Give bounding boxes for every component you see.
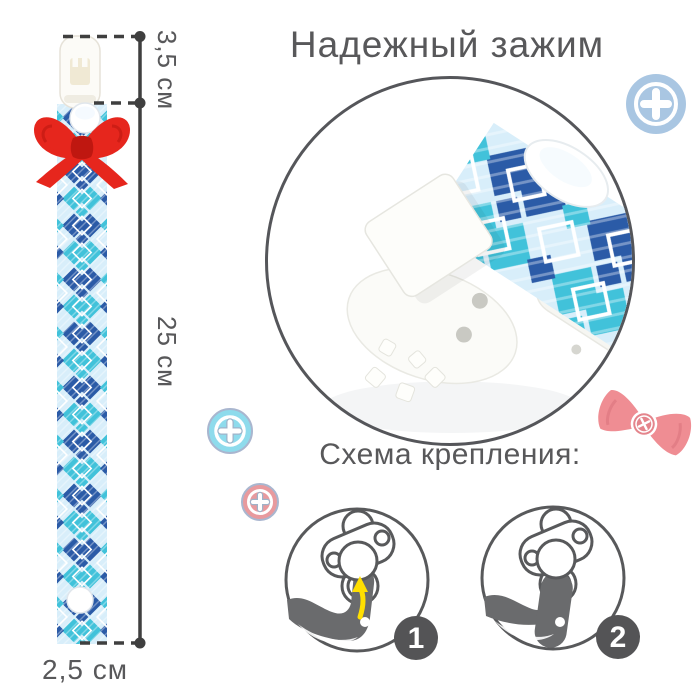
button-icon-cyan	[207, 408, 253, 454]
measurement-annotations: 3,5 см 25 см 2,5 см	[42, 30, 182, 685]
magnified-clip-flap	[364, 173, 505, 304]
clip-top	[59, 35, 101, 109]
red-bow	[34, 117, 130, 189]
step-number: 1	[408, 622, 425, 655]
strap-through-ring	[287, 566, 375, 644]
button-icon-steel-blue	[626, 74, 686, 134]
magnified-clip-view	[265, 76, 635, 446]
magnified-snap-button	[523, 139, 610, 208]
measure-dot	[134, 97, 146, 109]
scheme-step-2: 2	[480, 505, 640, 659]
step-number: 2	[610, 621, 627, 654]
patterned-strap	[57, 104, 107, 644]
snap-button-bottom	[66, 586, 94, 614]
magnified-clip-body	[346, 267, 518, 403]
strap-width-label: 2,5 см	[42, 654, 128, 685]
magnified-strap	[426, 122, 632, 384]
bow-button-icon	[630, 410, 658, 438]
scheme-step-1: 1	[284, 507, 438, 660]
scheme-heading: Схема крепления:	[319, 438, 581, 471]
clip-pin	[571, 344, 582, 355]
measure-dot	[134, 31, 146, 42]
strap-buttonhole	[555, 617, 565, 627]
pacifier-holder-product: 3,5 см 25 см 2,5 см	[34, 30, 182, 685]
step-badge	[394, 616, 438, 660]
pink-bow	[598, 390, 692, 456]
button-icon-pink	[241, 483, 279, 521]
threading-arrow	[352, 576, 368, 620]
strap-length-label: 25 см	[152, 316, 182, 388]
measure-dot	[134, 637, 146, 649]
page-title: Надежный зажим	[289, 24, 605, 65]
snap-button-top	[69, 102, 101, 134]
clip-height-label: 3,5 см	[152, 30, 182, 110]
strap-fastened	[484, 572, 573, 648]
step-badge	[596, 615, 640, 659]
